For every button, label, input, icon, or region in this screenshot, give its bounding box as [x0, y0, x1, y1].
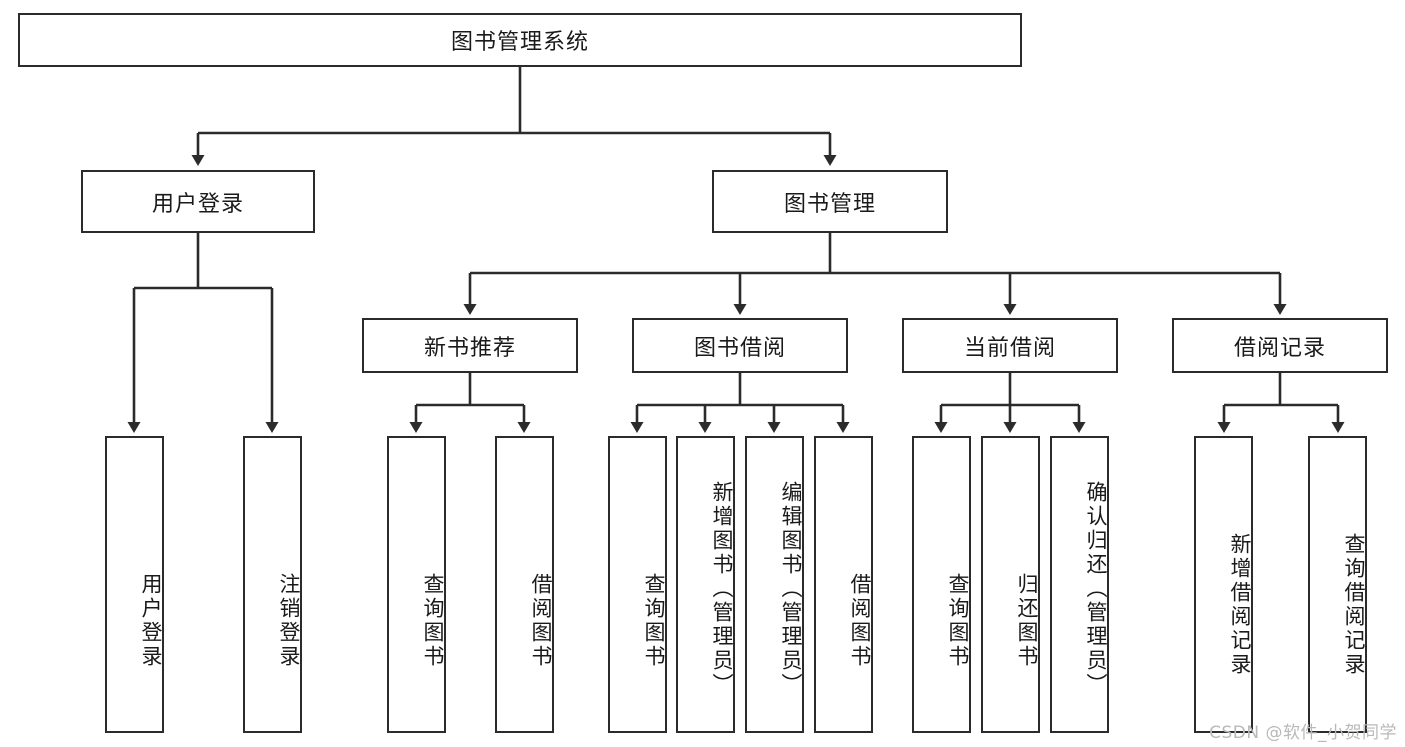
node-label: 当前借阅	[963, 335, 1056, 361]
leaf-confirm-return-admin[interactable]: 确认归还（管理员）	[1050, 436, 1109, 733]
leaf-borrow-book[interactable]: 借阅图书	[814, 436, 873, 733]
node-label: 图书管理系统	[450, 30, 589, 55]
node-root-system[interactable]: 图书管理系统	[18, 13, 1022, 67]
node-label: 查询借阅记录	[1342, 532, 1366, 677]
leaf-borrow-book-recommend[interactable]: 借阅图书	[495, 436, 554, 733]
node-borrow-record[interactable]: 借阅记录	[1172, 318, 1388, 373]
leaf-return-book[interactable]: 归还图书	[981, 436, 1040, 733]
node-label: 用户登录	[151, 191, 244, 217]
node-label: 新增借阅记录	[1228, 532, 1252, 677]
node-label: 确认归还（管理员）	[1084, 480, 1108, 697]
leaf-add-book-admin[interactable]: 新增图书（管理员）	[676, 436, 735, 733]
csdn-watermark: CSDN @软件_小贺同学	[1209, 723, 1397, 743]
node-label: 新书推荐	[423, 335, 516, 361]
node-label: 归还图书	[1015, 572, 1039, 669]
leaf-edit-book-admin[interactable]: 编辑图书（管理员）	[745, 436, 804, 733]
leaf-query-book-current[interactable]: 查询图书	[912, 436, 971, 733]
node-label: 编辑图书（管理员）	[779, 480, 803, 697]
node-new-book-recommend[interactable]: 新书推荐	[362, 318, 578, 373]
node-label: 查询图书	[946, 572, 970, 669]
node-label: 借阅记录	[1233, 335, 1326, 361]
node-user-login[interactable]: 用户登录	[81, 170, 315, 233]
node-book-management[interactable]: 图书管理	[712, 170, 948, 233]
leaf-user-login[interactable]: 用户登录	[105, 436, 164, 733]
node-label: 注销登录	[277, 572, 301, 669]
node-label: 新增图书（管理员）	[710, 480, 734, 697]
leaf-query-book-borrow[interactable]: 查询图书	[608, 436, 667, 733]
node-label: 借阅图书	[848, 572, 872, 669]
node-label: 用户登录	[139, 572, 163, 669]
node-label: 图书管理	[783, 191, 876, 217]
leaf-add-borrow-record[interactable]: 新增借阅记录	[1194, 436, 1253, 733]
node-current-borrow[interactable]: 当前借阅	[902, 318, 1118, 373]
leaf-query-book-recommend[interactable]: 查询图书	[387, 436, 446, 733]
node-book-borrow[interactable]: 图书借阅	[632, 318, 848, 373]
node-label: 查询图书	[421, 572, 445, 669]
node-label: 图书借阅	[693, 335, 786, 361]
leaf-logout[interactable]: 注销登录	[243, 436, 302, 733]
node-label: 查询图书	[642, 572, 666, 669]
node-label: 借阅图书	[529, 572, 553, 669]
leaf-query-borrow-record[interactable]: 查询借阅记录	[1308, 436, 1367, 733]
